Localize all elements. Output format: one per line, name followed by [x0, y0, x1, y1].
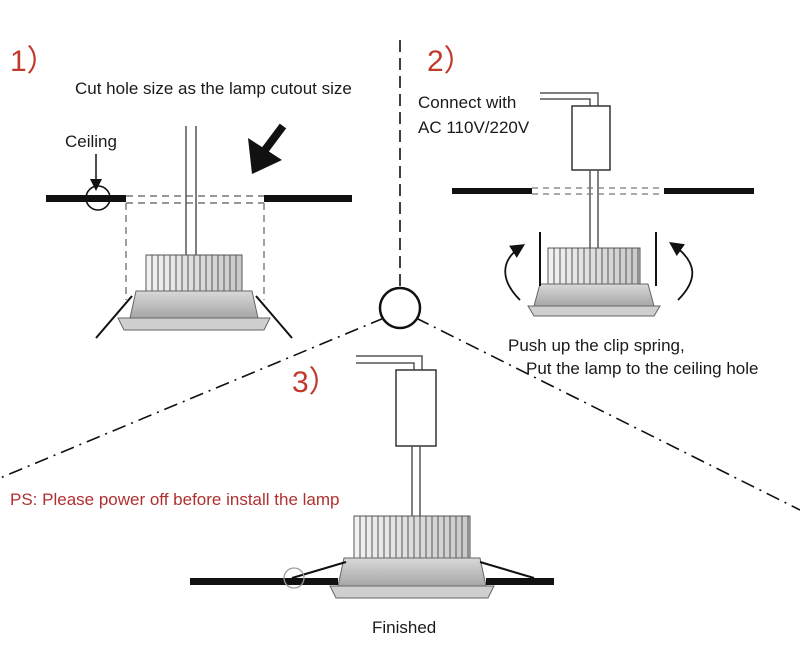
step-1-illustration — [46, 123, 352, 339]
ceiling-board-left — [452, 188, 532, 194]
ceiling-board-right — [264, 195, 352, 202]
step-1-number: 1） — [10, 45, 57, 78]
power-driver-box — [571, 105, 611, 171]
step-2-illustration — [452, 92, 754, 317]
lamp-heatsink — [547, 247, 641, 285]
ceiling-board-left — [190, 578, 338, 585]
power-off-warning: PS: Please power off before install the … — [10, 490, 340, 509]
ceiling-board-right — [486, 578, 554, 585]
finished-label: Finished — [372, 618, 437, 637]
step-2-number: 2） — [427, 45, 474, 78]
step-2-instruction-line-2: Put the lamp to the ceiling hole — [526, 359, 759, 378]
arrow-pointer-icon — [248, 123, 287, 174]
center-hub-circle-icon — [378, 286, 422, 330]
step-2-caption-line-1: Connect with — [418, 93, 517, 112]
lamp-body — [337, 557, 487, 587]
panel-dividers — [0, 40, 800, 511]
lamp-body — [129, 290, 259, 319]
step-3-illustration — [190, 355, 554, 599]
rotate-arrow-icon — [669, 241, 694, 301]
ceiling-board-right — [664, 188, 754, 194]
step-1-caption: Cut hole size as the lamp cutout size — [75, 79, 352, 98]
rotate-arrow-icon — [504, 244, 526, 301]
ceiling-marker-circle — [85, 185, 111, 211]
lamp-body — [533, 283, 655, 307]
step-3-number: 3） — [292, 366, 339, 399]
step-2-instruction-line-1: Push up the clip spring, — [508, 336, 685, 355]
lamp-heatsink — [353, 515, 471, 559]
step-2-caption-line-2: AC 110V/220V — [418, 118, 530, 137]
ceiling-label: Ceiling — [65, 132, 117, 151]
power-driver-box — [395, 369, 437, 447]
